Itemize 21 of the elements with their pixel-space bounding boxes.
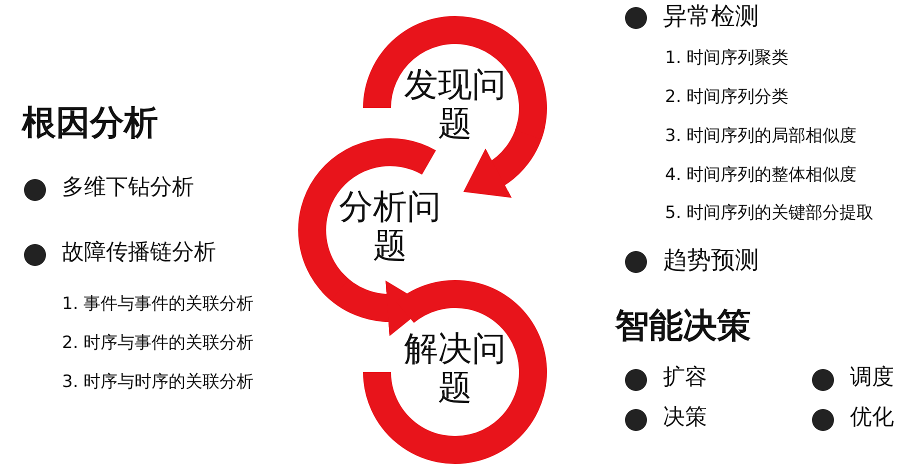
- list-item: 2. 时间序列分类: [665, 87, 789, 108]
- section-heading: 根因分析: [22, 103, 158, 144]
- list-item: 5. 时间序列的关键部分提取: [665, 203, 874, 224]
- bullet-text: 故障传播链分析: [62, 240, 216, 266]
- step-text: 发现问题: [403, 66, 507, 144]
- list-item: 2. 时序与事件的关联分析: [62, 333, 254, 354]
- bullet-text: 扩容: [663, 365, 707, 392]
- step-text: 分析问题: [338, 188, 442, 266]
- section-heading: 智能决策: [615, 306, 751, 347]
- bullet-text: 异常检测: [663, 2, 759, 31]
- list-item: 3. 时间序列的局部相似度: [665, 126, 857, 146]
- list-item: 3. 时序与时序的关联分析: [62, 372, 254, 392]
- bullet-text: 多维下钻分析: [62, 175, 194, 202]
- list-item: 1. 时间序列聚类: [665, 48, 789, 68]
- list-item: 1. 事件与事件的关联分析: [62, 294, 254, 314]
- bullet-text: 决策: [663, 405, 707, 432]
- bullet-text: 调度: [850, 365, 894, 392]
- list-item: 4. 时间序列的整体相似度: [665, 165, 857, 186]
- bullet-text: 趋势预测: [663, 246, 759, 275]
- bullet-text: 优化: [850, 405, 894, 432]
- step-text: 解决问题: [403, 330, 507, 408]
